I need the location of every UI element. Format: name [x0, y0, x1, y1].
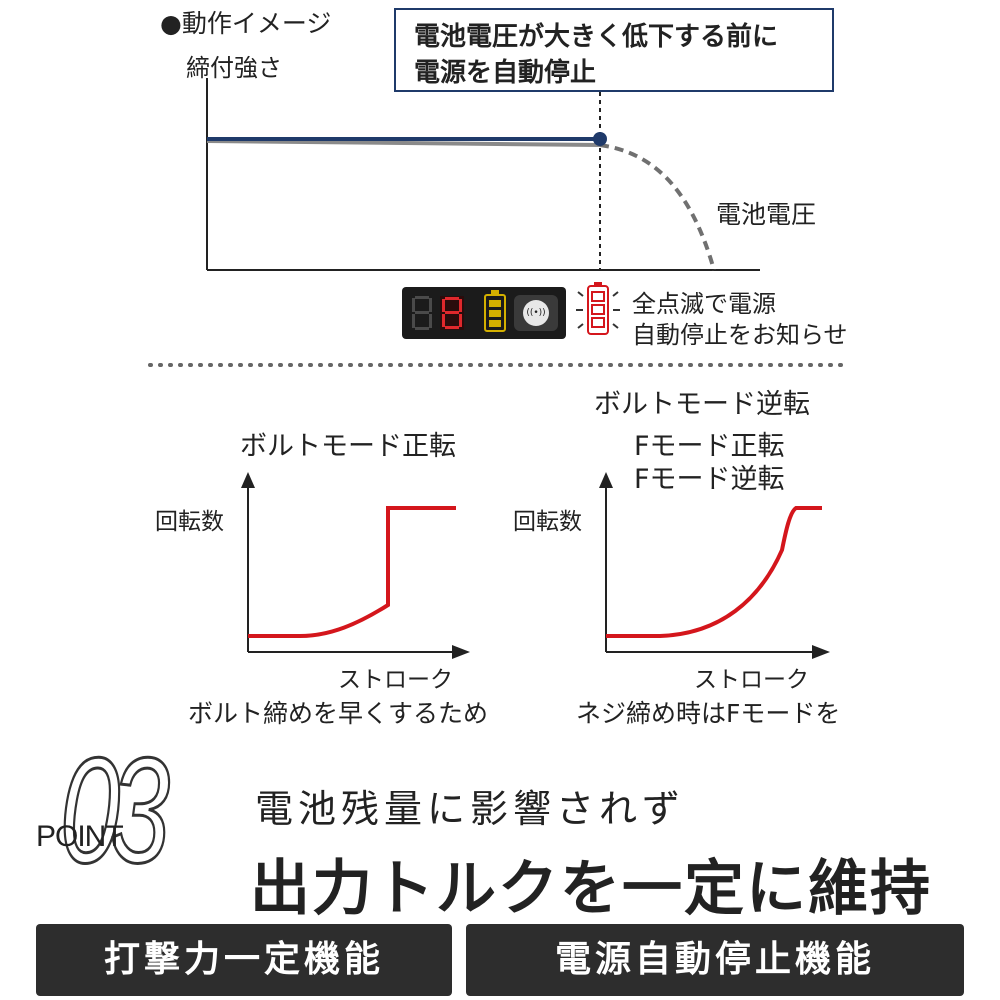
br-chart-caption: ネジ締め時はFモードを [576, 699, 841, 728]
bl-y-arrow [241, 472, 255, 488]
top-chart-ylabel: 締付強さ [186, 54, 282, 82]
battery-level-icon [484, 290, 506, 332]
br-rpm-curve [606, 506, 822, 638]
br-x-arrow [812, 645, 830, 659]
br-chart-ylabel: 回転数 [513, 509, 582, 535]
bl-rpm-curve [248, 506, 456, 638]
indicator-text-line-2: 自動停止をお知らせ [632, 321, 848, 349]
br-chart-title-2: Fモード正転 [634, 431, 785, 462]
br-y-arrow [599, 472, 613, 488]
bl-chart-title: ボルトモード正転 [240, 431, 456, 462]
mode-button-icon: ((•)) [514, 295, 558, 331]
digit-display-2 [440, 296, 464, 330]
blinking-battery-icon [576, 282, 620, 335]
voltage-curve-dashed [599, 143, 716, 271]
bl-chart-caption: ボルト締めを早くするため [188, 699, 489, 728]
br-chart-xlabel: ストローク [694, 667, 809, 693]
bl-chart-xlabel: ストローク [338, 667, 453, 693]
bl-chart-ylabel: 回転数 [155, 509, 224, 535]
point-number: 03 [59, 726, 171, 894]
tool-display-panel: ((•)) [402, 287, 566, 339]
top-chart-title: ●動作イメージ [160, 9, 332, 38]
feature-impact-constant: 打撃力一定機能 [36, 924, 452, 996]
bl-x-arrow [452, 645, 470, 659]
stop-point-dot [593, 132, 607, 146]
voltage-curve-label: 電池電圧 [716, 200, 817, 229]
point-subtitle: 電池残量に影響されず [255, 787, 686, 831]
br-chart-title-3: Fモード逆転 [634, 464, 785, 495]
voltage-curve-solid [206, 139, 601, 147]
indicator-text-line-1: 全点滅で電源 [632, 290, 776, 318]
digit-display-1 [412, 296, 432, 330]
point-headline: 出力トルクを一定に維持 [250, 854, 932, 924]
callout-box: 電池電圧が大きく低下する前に 電源を自動停止 [394, 8, 834, 92]
point-label: POINT [36, 820, 124, 853]
br-chart-title-1: ボルトモード逆転 [594, 389, 810, 420]
feature-auto-power-off: 電源自動停止機能 [466, 924, 964, 996]
callout-line-2: 電源を自動停止 [414, 58, 597, 88]
callout-line-1: 電池電圧が大きく低下する前に [414, 22, 779, 52]
